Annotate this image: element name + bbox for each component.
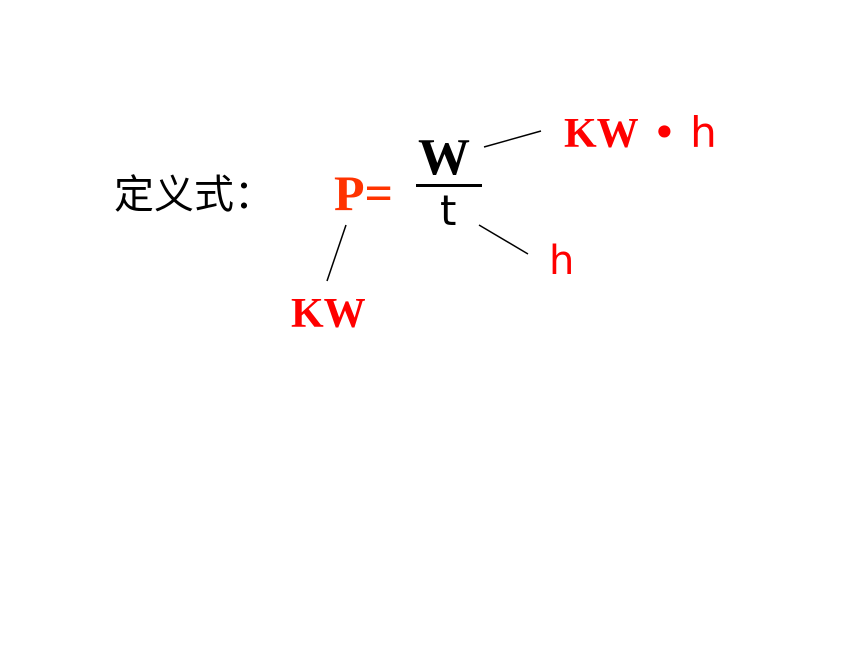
power-unit: KW (291, 291, 366, 337)
energy-unit-kw: KW (564, 111, 639, 157)
time-unit-connector (478, 224, 529, 255)
definition-label: 定义式： (114, 172, 274, 218)
energy-unit: KW • h (564, 108, 717, 158)
energy-unit-dot: • (638, 108, 691, 157)
fraction-bar (416, 184, 482, 187)
formula-lhs: P= (334, 165, 394, 221)
fraction-numerator: W (418, 129, 470, 186)
energy-unit-connector (483, 130, 542, 148)
fraction-denominator: t (440, 186, 457, 235)
time-unit: h (549, 238, 575, 284)
energy-unit-h: h (690, 108, 717, 157)
power-unit-connector (326, 224, 347, 282)
